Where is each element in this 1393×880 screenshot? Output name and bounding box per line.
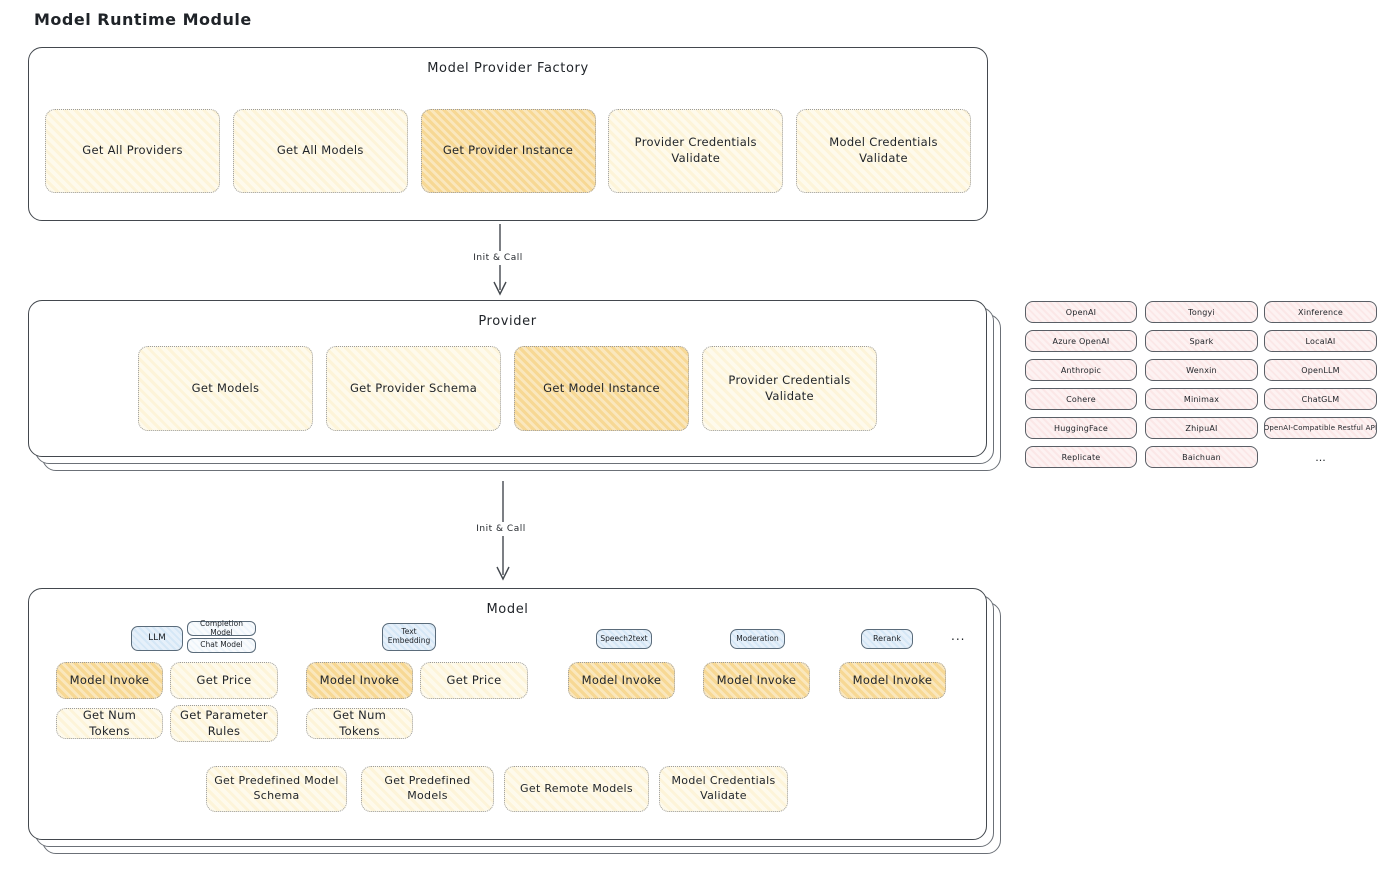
node-embedding-get-num-tokens: Get Num Tokens <box>306 708 413 739</box>
node-provider-credentials-validate-2: Provider Credentials Validate <box>702 346 877 431</box>
provider-chip-xinference: Xinference <box>1264 301 1377 323</box>
node-get-predefined-models: Get Predefined Models <box>361 766 494 812</box>
node-provider-credentials-validate: Provider Credentials Validate <box>608 109 784 193</box>
node-embedding-get-price: Get Price <box>420 662 528 699</box>
tab-speech2text: Speech2text <box>596 629 652 649</box>
provider-list-col1: OpenAI Azure OpenAI Anthropic Cohere Hug… <box>1025 301 1137 468</box>
node-get-all-providers: Get All Providers <box>45 109 220 193</box>
provider-chip-baichuan: Baichuan <box>1145 446 1258 468</box>
tab-text-embedding: Text Embedding <box>382 623 436 651</box>
tabs-more: ... <box>951 629 966 643</box>
factory-panel-title: Model Provider Factory <box>427 61 589 76</box>
node-get-models: Get Models <box>138 346 313 431</box>
provider-panel: Provider Get Models Get Provider Schema … <box>28 300 987 457</box>
node-get-predefined-model-schema: Get Predefined Model Schema <box>206 766 347 812</box>
provider-chip-chatglm: ChatGLM <box>1264 388 1377 410</box>
node-get-model-instance: Get Model Instance <box>514 346 689 431</box>
provider-chip-tongyi: Tongyi <box>1145 301 1258 323</box>
node-model-credentials-validate-2: Model Credentials Validate <box>659 766 788 812</box>
node-llm-model-invoke: Model Invoke <box>56 662 163 699</box>
tab-moderation: Moderation <box>730 629 785 649</box>
tab-chat-model: Chat Model <box>187 638 256 653</box>
node-get-remote-models: Get Remote Models <box>504 766 649 812</box>
node-rerank-model-invoke: Model Invoke <box>839 662 946 699</box>
node-speech2text-model-invoke: Model Invoke <box>568 662 675 699</box>
node-llm-get-price: Get Price <box>170 662 278 699</box>
node-embedding-model-invoke: Model Invoke <box>306 662 413 699</box>
model-panel: Model LLM Completion Model Chat Model Te… <box>28 588 987 840</box>
provider-chip-anthropic: Anthropic <box>1025 359 1137 381</box>
provider-chip-minimax: Minimax <box>1145 388 1258 410</box>
provider-chip-spark: Spark <box>1145 330 1258 352</box>
node-model-credentials-validate: Model Credentials Validate <box>796 109 971 193</box>
provider-list-col2: Tongyi Spark Wenxin Minimax ZhipuAI Baic… <box>1145 301 1258 468</box>
node-get-provider-instance: Get Provider Instance <box>420 109 596 193</box>
node-llm-get-num-tokens: Get Num Tokens <box>56 708 163 739</box>
tab-rerank: Rerank <box>861 629 913 649</box>
arrow2-label: Init & Call <box>472 522 530 536</box>
page-title: Model Runtime Module <box>34 10 252 29</box>
factory-panel: Model Provider Factory Get All Providers… <box>28 47 988 221</box>
provider-list-more: ... <box>1315 450 1326 464</box>
provider-panel-title: Provider <box>478 314 537 329</box>
provider-chip-openai-compatible: OpenAI-Compatible Restful API <box>1264 417 1377 439</box>
arrow1-label: Init & Call <box>469 251 527 265</box>
node-get-all-models: Get All Models <box>232 109 408 193</box>
provider-chip-zhipuai: ZhipuAI <box>1145 417 1258 439</box>
provider-chip-wenxin: Wenxin <box>1145 359 1258 381</box>
provider-chip-azure-openai: Azure OpenAI <box>1025 330 1137 352</box>
node-llm-get-parameter-rules: Get Parameter Rules <box>170 705 278 742</box>
provider-chip-huggingface: HuggingFace <box>1025 417 1137 439</box>
provider-chip-cohere: Cohere <box>1025 388 1137 410</box>
provider-chip-replicate: Replicate <box>1025 446 1137 468</box>
provider-list-col3: Xinference LocalAI OpenLLM ChatGLM OpenA… <box>1264 301 1377 468</box>
model-panel-title: Model <box>486 602 529 617</box>
provider-chip-openai: OpenAI <box>1025 301 1137 323</box>
node-moderation-model-invoke: Model Invoke <box>703 662 810 699</box>
node-get-provider-schema: Get Provider Schema <box>326 346 501 431</box>
provider-chip-openllm: OpenLLM <box>1264 359 1377 381</box>
provider-chip-localai: LocalAI <box>1264 330 1377 352</box>
tab-completion-model: Completion Model <box>187 619 256 636</box>
tab-llm: LLM <box>131 626 183 651</box>
